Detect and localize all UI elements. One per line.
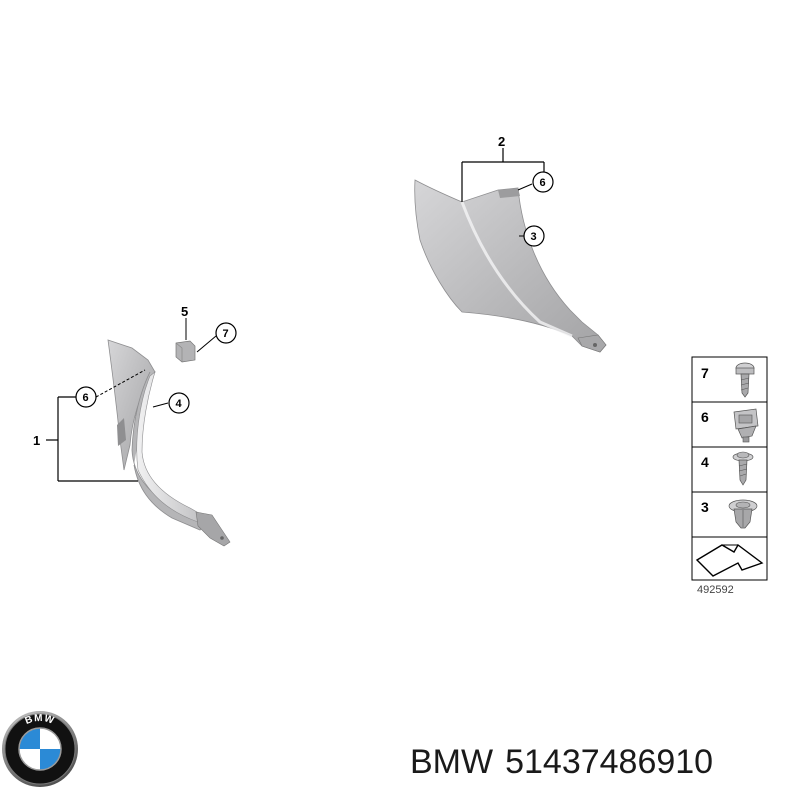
callout-6-left: 6 xyxy=(83,392,89,404)
callout-6-left-leader xyxy=(95,369,146,398)
callout-4-marker xyxy=(152,392,190,414)
fastener-legend xyxy=(691,356,768,581)
clip-part-5 xyxy=(175,318,196,363)
legend-item-6: 6 xyxy=(701,409,709,425)
diagram-id: 492592 xyxy=(697,584,734,596)
legend-item-7: 7 xyxy=(701,365,709,381)
washer-screw-icon xyxy=(732,451,754,486)
trim-panel-right xyxy=(414,179,607,353)
clip-nut-icon xyxy=(733,408,759,443)
callout-7: 7 xyxy=(223,328,229,340)
bmw-logo-icon: BMW xyxy=(2,711,78,787)
torx-screw-icon xyxy=(735,362,755,398)
expanding-nut-icon xyxy=(728,499,758,529)
callout-5: 5 xyxy=(181,304,188,319)
callout-6-right: 6 xyxy=(540,177,546,189)
callout-7-marker xyxy=(196,322,237,353)
callout-2: 2 xyxy=(498,134,505,149)
brand-name: BMW xyxy=(410,743,494,781)
legend-item-3: 3 xyxy=(701,499,709,515)
part-number: 51437486910 xyxy=(505,743,714,781)
callout-4: 4 xyxy=(176,398,183,410)
svg-text:BMW: BMW xyxy=(24,713,56,727)
bracket-part-1 xyxy=(46,396,138,482)
arrow-icon xyxy=(695,543,764,577)
legend-item-4: 4 xyxy=(701,454,709,470)
callout-3: 3 xyxy=(531,231,537,243)
part-caption: BMW 51437486910 xyxy=(410,740,795,784)
logo-text: BMW xyxy=(24,713,55,727)
callout-3-marker xyxy=(519,225,545,247)
callout-1: 1 xyxy=(33,433,40,448)
bracket-part-2 xyxy=(461,148,545,202)
trim-panel-left xyxy=(107,339,231,547)
callout-6-right-marker xyxy=(517,171,554,193)
